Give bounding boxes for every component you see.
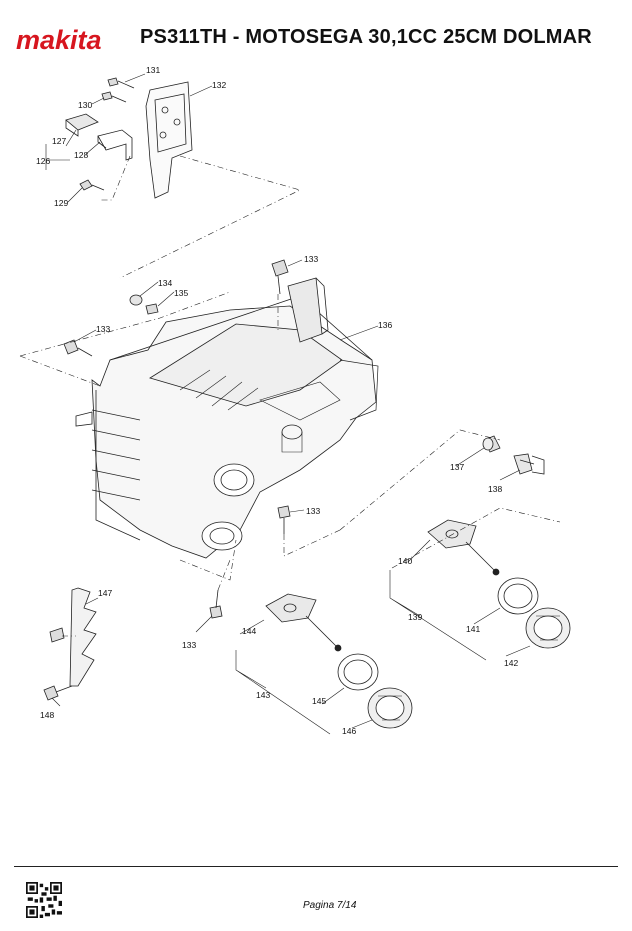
part-label-133-left: 133 bbox=[96, 324, 110, 334]
part-label-142: 142 bbox=[504, 658, 518, 668]
part-label-129: 129 bbox=[54, 198, 68, 208]
part-label-130: 130 bbox=[78, 100, 92, 110]
part-label-143: 143 bbox=[256, 690, 270, 700]
part-label-138: 138 bbox=[488, 484, 502, 494]
qr-code-icon bbox=[26, 882, 62, 918]
part-label-136: 136 bbox=[378, 320, 392, 330]
part-labels: 131 130 132 127 128 126 129 133 134 135 … bbox=[36, 65, 518, 736]
makita-logo: makita bbox=[14, 26, 120, 54]
part-label-140: 140 bbox=[398, 556, 412, 566]
page-title: PS311TH - MOTOSEGA 30,1CC 25CM DOLMAR bbox=[140, 26, 592, 48]
part-label-135: 135 bbox=[174, 288, 188, 298]
part-label-133-top: 133 bbox=[304, 254, 318, 264]
fuel-cap-group bbox=[235, 593, 413, 735]
crankcase-housing bbox=[75, 277, 379, 559]
part-label-127: 127 bbox=[52, 136, 66, 146]
part-label-132: 132 bbox=[212, 80, 226, 90]
fastener-group bbox=[19, 259, 341, 633]
brand-logo-text: makita bbox=[16, 26, 102, 54]
part-label-144: 144 bbox=[242, 626, 256, 636]
oil-cap-group bbox=[389, 507, 571, 661]
bumper-spike-group bbox=[43, 587, 99, 707]
part-label-126: 126 bbox=[36, 156, 50, 166]
part-label-137: 137 bbox=[450, 462, 464, 472]
spike-bolt-group bbox=[339, 429, 545, 531]
part-label-133-bottom: 133 bbox=[182, 640, 196, 650]
part-label-145: 145 bbox=[312, 696, 326, 706]
part-label-148: 148 bbox=[40, 710, 54, 720]
page-number: Pagina 7/14 bbox=[303, 900, 357, 911]
page-header: makita PS311TH - MOTOSEGA 30,1CC 25CM DO… bbox=[0, 0, 632, 60]
part-label-128: 128 bbox=[74, 150, 88, 160]
part-label-141: 141 bbox=[466, 624, 480, 634]
part-label-131: 131 bbox=[146, 65, 160, 75]
exploded-parts-diagram: 131 130 132 127 128 126 129 133 134 135 … bbox=[19, 65, 571, 736]
footer-divider bbox=[14, 866, 618, 867]
bracket-assembly bbox=[45, 73, 301, 279]
part-label-139: 139 bbox=[408, 612, 422, 622]
part-label-146: 146 bbox=[342, 726, 356, 736]
part-label-147: 147 bbox=[98, 588, 112, 598]
part-label-133-mid: 133 bbox=[306, 506, 320, 516]
part-label-134: 134 bbox=[158, 278, 172, 288]
